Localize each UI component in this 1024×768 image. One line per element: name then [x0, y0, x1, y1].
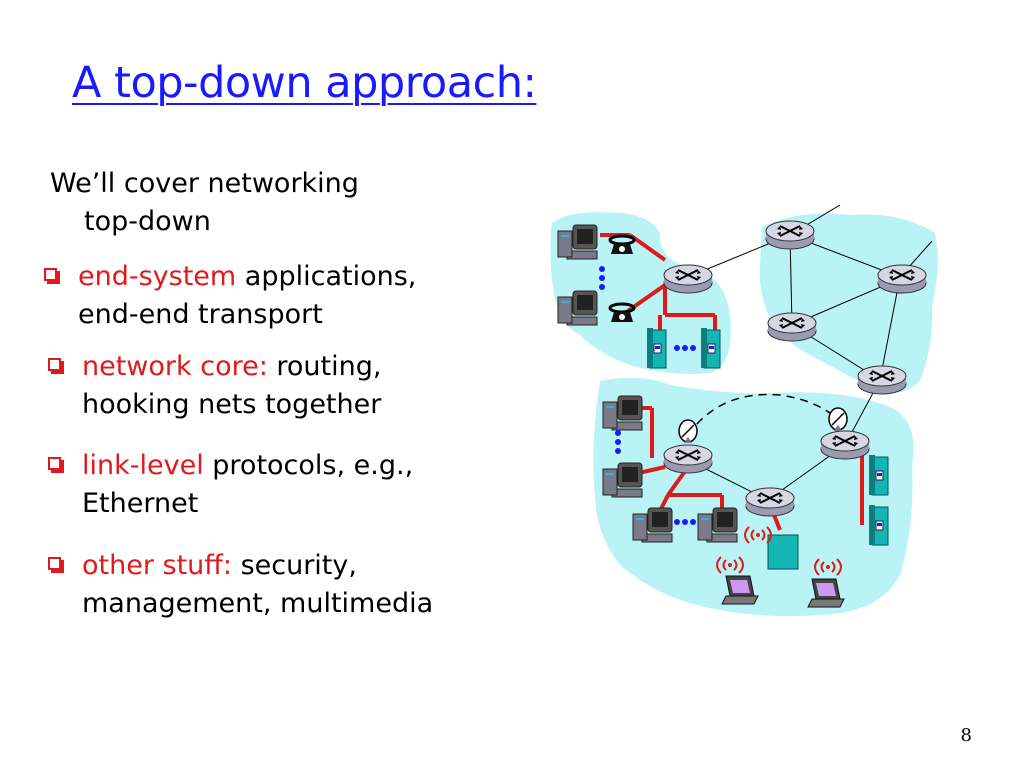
ellipsis-dots — [599, 266, 605, 290]
bullet-box-icon — [44, 268, 60, 284]
bullet-keyword: link-level — [82, 450, 204, 481]
bullet-line-2: hooking nets together — [82, 389, 382, 420]
access-point-icon — [767, 534, 799, 570]
intro-line-2: top-down — [84, 206, 211, 237]
bullet-other-stuff: other stuff: security, management, multi… — [48, 547, 434, 623]
core-network-cloud — [759, 213, 938, 393]
router-icon — [767, 312, 817, 342]
router-icon — [877, 264, 927, 294]
bullet-network-core: network core: routing, hooking nets toge… — [48, 348, 382, 424]
router-icon — [765, 220, 815, 250]
bullet-end-system: end-system applications, end-end transpo… — [44, 258, 417, 334]
bullet-text: protocols, e.g., — [203, 450, 414, 481]
satellite-dish-icon — [828, 407, 848, 432]
satellite-dish-icon — [678, 419, 698, 444]
router-icon — [663, 444, 713, 474]
bullet-line-2: end-end transport — [78, 299, 323, 330]
router-icon — [857, 365, 907, 395]
bullet-line-2: management, multimedia — [82, 588, 434, 619]
router-icon — [663, 264, 713, 294]
server-icon — [868, 454, 889, 496]
bullet-keyword: network core: — [82, 351, 268, 382]
intro-line-1: We’ll cover networking — [50, 168, 359, 199]
server-icon — [646, 327, 667, 369]
ellipsis-dots — [615, 430, 621, 454]
intro-text: We’ll cover networking top-down — [50, 165, 359, 241]
bullet-text: security, — [231, 550, 357, 581]
bullet-box-icon — [48, 358, 64, 374]
bullet-box-icon — [48, 457, 64, 473]
server-icon — [868, 504, 889, 546]
bullet-line-2: Ethernet — [82, 488, 199, 519]
slide-title: A top-down approach: — [72, 58, 537, 108]
satellite-link — [687, 393, 836, 436]
bullet-text: applications, — [236, 261, 417, 292]
bullet-text: routing, — [267, 351, 382, 382]
page-number: 8 — [960, 725, 972, 746]
bullet-link-level: link-level protocols, e.g., Ethernet — [48, 447, 414, 523]
network-diagram — [550, 205, 938, 617]
ellipsis-dots — [674, 345, 696, 351]
bullet-box-icon — [48, 557, 64, 573]
bullet-keyword: other stuff: — [82, 550, 232, 581]
router-icon — [820, 430, 870, 460]
ellipsis-dots — [674, 519, 696, 525]
server-icon — [700, 327, 721, 369]
bullet-keyword: end-system — [78, 261, 237, 292]
router-icon — [745, 487, 795, 517]
